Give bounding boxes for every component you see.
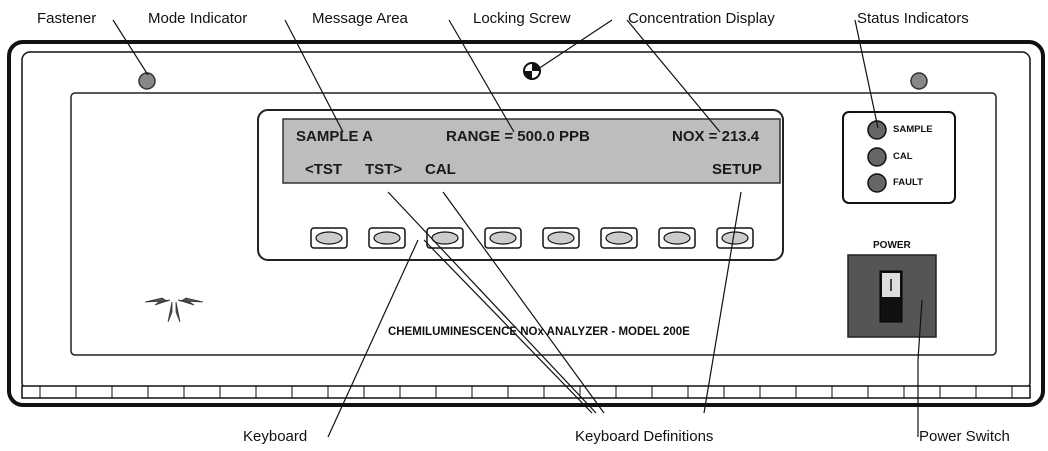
callout-mode-indicator: Mode Indicator <box>148 10 248 27</box>
lcd-mode-indicator: SAMPLE A <box>296 128 373 145</box>
status-led-fault <box>867 173 887 193</box>
leader-kbdef-setup <box>703 191 742 414</box>
manufacturer-logo-icon <box>144 297 204 323</box>
locking-screw-icon <box>523 62 541 80</box>
leader-keyboard <box>327 239 419 438</box>
lcd-key-tst-fwd: TST> <box>365 161 403 178</box>
keypad-button-face-6 <box>605 231 633 245</box>
leader-kbdef-keys <box>423 239 593 414</box>
leader-mode-indicator <box>284 19 344 133</box>
leader-power-switch <box>917 299 923 437</box>
leader-status-indicators <box>854 19 879 129</box>
keypad-button-face-5 <box>547 231 575 245</box>
callout-status-indicators: Status Indicators <box>857 10 969 27</box>
keypad-button-face-4 <box>489 231 517 245</box>
lcd-glass <box>282 118 781 184</box>
callout-fastener: Fastener <box>37 10 97 27</box>
lcd-key-cal: CAL <box>425 161 456 178</box>
leader-kbdef-tst <box>387 191 597 414</box>
keypad-button-face-2 <box>373 231 401 245</box>
leader-fastener <box>112 19 149 76</box>
power-switch-housing <box>847 254 937 338</box>
keypad-button-face-8 <box>721 231 749 245</box>
lcd-concentration: NOX = 213.4 <box>672 128 760 145</box>
callout-keyboard: Keyboard <box>243 428 308 445</box>
bottom-rail <box>21 385 1031 399</box>
lcd-message-area: RANGE = 500.0 PPB <box>446 128 590 145</box>
callout-locking-screw: Locking Screw <box>473 10 571 27</box>
leader-message-area <box>448 19 515 133</box>
power-label: POWER <box>873 240 911 251</box>
lcd-key-setup: SETUP <box>712 161 763 178</box>
led-label-cal: CAL <box>893 151 913 162</box>
model-text: CHEMILUMINESCENCE NOx ANALYZER - MODEL 2… <box>388 326 690 338</box>
callout-keyboard-definitions: Keyboard Definitions <box>575 428 714 445</box>
bottom-rail-ticks <box>39 386 1013 398</box>
lcd-key-tst-back: <TST <box>305 161 343 178</box>
fastener-right <box>910 72 928 90</box>
callout-power-switch: Power Switch <box>919 428 1010 445</box>
leader-concentration-display <box>626 19 721 133</box>
keypad-button-face-7 <box>663 231 691 245</box>
keypad <box>310 227 754 249</box>
led-label-sample: SAMPLE <box>893 124 933 135</box>
led-label-fault: FAULT <box>893 177 923 188</box>
callout-message-area: Message Area <box>312 10 408 27</box>
leader-locking-screw <box>537 19 613 70</box>
status-led-cal <box>867 147 887 167</box>
keypad-button-face-1 <box>315 231 343 245</box>
callout-concentration-display: Concentration Display <box>628 10 775 27</box>
leader-kbdef-cal <box>442 191 605 414</box>
